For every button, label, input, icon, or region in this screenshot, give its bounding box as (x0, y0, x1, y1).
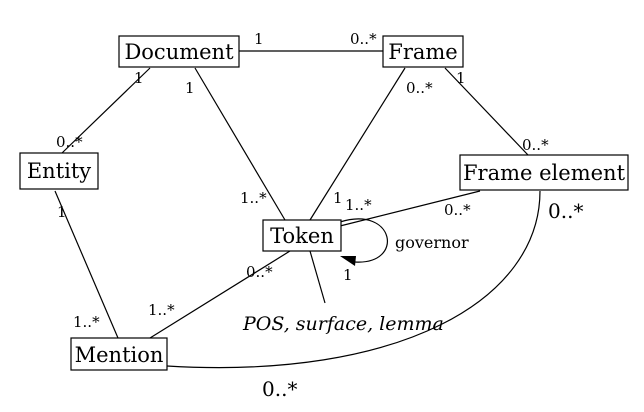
mult-doc-entity-entity: 0..* (56, 133, 83, 151)
document-label: Document (124, 40, 234, 64)
token-attributes-link (309, 250, 326, 304)
mult-doc-frame-doc: 1 (254, 30, 264, 48)
frame-fe-link (444, 67, 529, 156)
mult-fe-mention-mention: 0..* (262, 377, 297, 401)
fe-token-link (339, 190, 481, 227)
frame-entity: Frame (382, 35, 464, 68)
mult-entity-mention-mention: 1..* (73, 313, 100, 331)
document-entity: Document (118, 35, 240, 68)
frame-token-link (309, 67, 406, 221)
mult-doc-token-token: 1..* (240, 189, 267, 207)
mult-doc-entity-doc: 1 (134, 69, 144, 87)
mult-token-mention-token: 0..* (246, 263, 273, 281)
mult-frame-fe-frame: 1 (456, 69, 466, 87)
governor-label: governor (395, 233, 469, 252)
mention-label: Mention (75, 343, 164, 367)
frame-element-entity: Frame element (459, 154, 629, 191)
doc-entity-link (61, 67, 151, 154)
mult-entity-mention-entity: 1 (57, 203, 67, 221)
governor-arrowhead (340, 256, 356, 266)
fe-mention-link (166, 190, 541, 369)
mult-frame-fe-fe: 0..* (522, 136, 549, 154)
mention-entity: Mention (70, 337, 168, 371)
token-entity: Token (262, 219, 342, 252)
mult-doc-frame-frame: 0..* (350, 30, 377, 48)
frame-label: Frame (388, 40, 457, 64)
doc-token-link (194, 67, 286, 221)
mult-token-mention-mention: 1..* (148, 301, 175, 319)
token-label: Token (270, 224, 334, 248)
token-mention-link (149, 250, 291, 339)
entity-label: Entity (27, 159, 91, 183)
mult-governor: 1 (343, 266, 353, 284)
mult-fe-token-token: 1..* (345, 196, 372, 214)
entity-entity: Entity (19, 152, 99, 190)
mult-frame-token-frame: 0..* (406, 79, 433, 97)
token-attributes-note: POS, surface, lemma (242, 313, 444, 335)
mult-frame-token-token: 1 (333, 189, 343, 207)
governor-self-loop (339, 218, 388, 263)
frame-element-label: Frame element (463, 161, 626, 185)
mult-fe-mention-fe: 0..* (548, 199, 583, 223)
entity-mention-link (54, 190, 119, 339)
mult-fe-token-fe: 0..* (444, 201, 471, 219)
mult-doc-token-doc: 1 (185, 79, 195, 97)
